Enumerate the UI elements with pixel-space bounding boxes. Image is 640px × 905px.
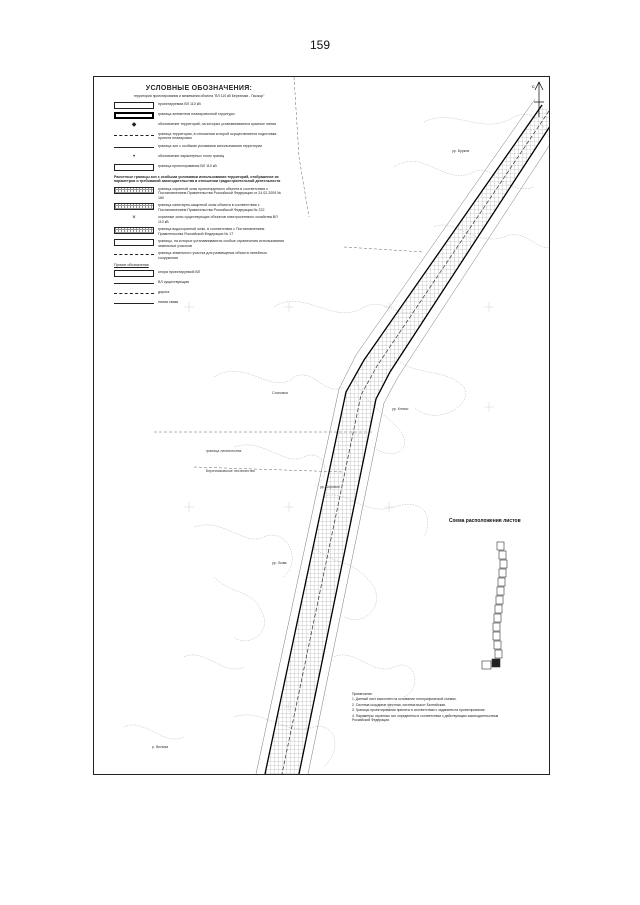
legend-symbol [114, 292, 154, 297]
legend-section-title: Расчетные границы зон с особыми условиям… [114, 174, 281, 184]
legend-symbol [114, 186, 154, 194]
legend-symbol [114, 269, 154, 277]
legend-item: × охранные зоны существующих объектов эл… [114, 215, 284, 224]
map-label: ур. Бурков [452, 149, 470, 153]
legend-text: опора проектируемой ВЛ [158, 269, 201, 274]
notes-title: Примечание: [352, 692, 373, 696]
legend-text: граница проектирования ВЛ 110 кВ [158, 163, 217, 168]
map-label: граница лесничества [206, 449, 242, 453]
legend-symbol [114, 203, 154, 211]
map-drawing [123, 77, 549, 774]
legend-text: граница элементов планировочной структур… [158, 112, 235, 116]
legend-item: граница зон с особыми условиями использо… [114, 144, 284, 151]
legend-text: обозначение характерных точек границ [158, 153, 225, 158]
legend-item: • обозначение характерных точек границ [114, 154, 284, 161]
legend-symbol [114, 163, 154, 171]
legend-text: проектируемая ВЛ 110 кВ [158, 102, 201, 106]
legend-symbol [114, 112, 154, 119]
legend-item: граница водоохранной зоны, в соответстви… [114, 227, 284, 236]
legend-text: граница охранной зоны проектируемого объ… [158, 186, 282, 200]
legend-text: охранные зоны существующих объектов элек… [158, 215, 278, 224]
terrain-contours [123, 114, 549, 768]
legend-text: граница водоохранной зоны, в соответстви… [158, 227, 265, 236]
notes: Примечание: 1. Данный лист выполнен на о… [352, 692, 517, 724]
grid-crosses [184, 302, 494, 712]
legend-item: граница земельного участка для размещени… [114, 251, 284, 260]
legend-symbol [114, 302, 154, 307]
legend-text: дорога [158, 289, 170, 294]
legend-item: линия связи [114, 300, 284, 307]
legend: УСЛОВНЫЕ ОБОЗНАЧЕНИЯ: территория проекти… [114, 85, 284, 310]
legend-text: граница зон с особыми условиями использо… [158, 143, 262, 148]
legend-item: граница элементов планировочной структур… [114, 112, 284, 119]
map-label: ур. Боровое [320, 485, 340, 489]
notes-line: 1. Данный лист выполнен на основании топ… [352, 697, 457, 702]
legend-item: ◆ обозначение территорий, на которых уст… [114, 122, 284, 129]
map-label: р. Вильва [152, 745, 169, 749]
legend-symbol [114, 146, 154, 151]
map-label: ур. Ключи [392, 407, 409, 411]
legend-text: граница земельного участка для размещени… [158, 251, 268, 260]
page-number: 159 [309, 38, 331, 52]
legend-text: границы, на которых устанавливаются особ… [158, 239, 284, 248]
legend-symbol [114, 254, 154, 258]
sheet-scheme-title: Схема расположения листов [449, 518, 521, 524]
notes-line: 3. Границы проектирования приняты в соот… [352, 708, 486, 713]
legend-item: граница территории, в отношении которой … [114, 132, 284, 141]
existing-roads [154, 77, 425, 473]
power-line-corridor [255, 98, 549, 774]
legend-text: граница санитарно-защитной зоны объекта … [158, 203, 265, 212]
legend-symbol [114, 282, 154, 287]
legend-symbol: × [132, 215, 136, 222]
legend-subtitle: территория проектирования и межевания об… [133, 93, 265, 98]
legend-item: проектируемая ВЛ 110 кВ [114, 102, 284, 109]
legend-item: граница проектирования ВЛ 110 кВ [114, 163, 284, 171]
legend-text: линия связи [158, 299, 179, 304]
sheet-scheme [481, 541, 508, 670]
legend-item: дорога [114, 290, 284, 297]
legend-symbol: • [132, 153, 136, 160]
map-label: Сосновка [272, 391, 288, 395]
north-arrow-icon [534, 81, 544, 117]
legend-text: обозначение территорий, на которых устан… [158, 122, 277, 126]
legend-item: опора проектируемой ВЛ [114, 269, 284, 277]
legend-text: ВЛ существующая [158, 279, 189, 284]
map-label: ур. Лыва [272, 561, 287, 565]
legend-item: границы, на которых устанавливаются особ… [114, 239, 284, 248]
north-arrow-label: С [532, 85, 535, 89]
legend-symbol [114, 102, 154, 109]
notes-line: 4. Параметры охранных зон определены в с… [352, 713, 499, 723]
legend-text: граница территории, в отношении которой … [158, 132, 277, 141]
legend-item: ВЛ существующая [114, 280, 284, 287]
legend-symbol [114, 227, 154, 235]
legend-symbol: ◆ [131, 121, 137, 128]
legend-item: граница санитарно-защитной зоны объекта … [114, 203, 284, 212]
legend-other-heading: Прочие обозначения [114, 263, 149, 268]
legend-symbol [114, 135, 154, 139]
legend-item: граница охранной зоны проектируемого объ… [114, 186, 284, 200]
map-sheet: УСЛОВНЫЕ ОБОЗНАЧЕНИЯ: территория проекти… [93, 76, 550, 775]
notes-line: 2. Система координат местная, система вы… [352, 702, 446, 707]
map-label: Березниковское лесничество [206, 469, 255, 473]
legend-title: УСЛОВНЫЕ ОБОЗНАЧЕНИЯ: [145, 85, 253, 92]
legend-symbol [114, 239, 154, 247]
